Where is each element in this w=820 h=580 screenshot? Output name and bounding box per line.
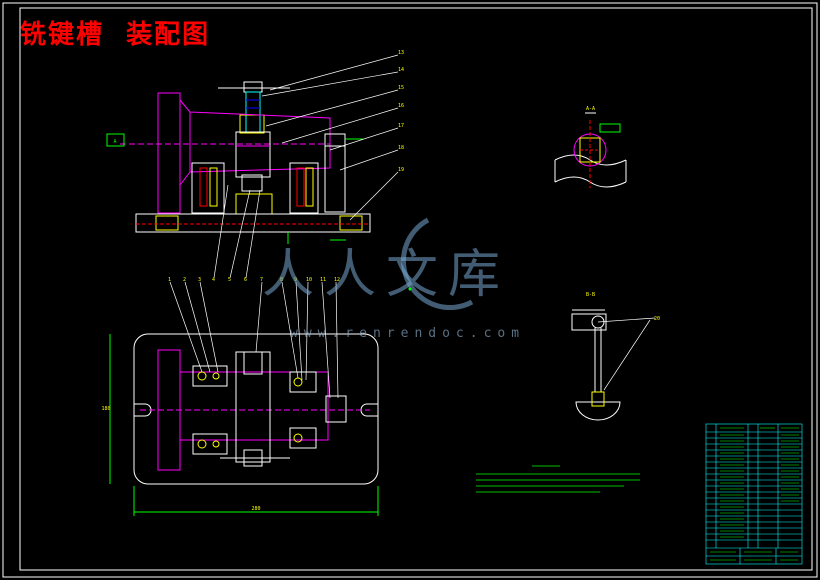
svg-text:20: 20	[654, 316, 660, 322]
front-view-leaders	[213, 54, 399, 279]
svg-text:2: 2	[183, 277, 186, 283]
svg-text:10: 10	[306, 277, 312, 283]
svg-text:19: 19	[398, 167, 404, 173]
technical-notes	[476, 465, 640, 493]
drawing-title: 铣键槽 装配图	[20, 20, 211, 50]
svg-text:1: 1	[168, 277, 171, 283]
inner-border	[19, 7, 813, 571]
svg-text:7: 7	[260, 277, 263, 283]
parts-list-text-marks	[710, 427, 799, 561]
svg-text:280: 280	[251, 506, 260, 512]
svg-text:4: 4	[212, 277, 215, 283]
svg-text:8: 8	[280, 277, 283, 283]
svg-text:9: 9	[294, 277, 297, 283]
svg-text:16: 16	[398, 103, 404, 109]
svg-text:12: 12	[334, 277, 340, 283]
svg-text:15: 15	[398, 85, 404, 91]
section-detail-b: 20 B-B A-A	[571, 106, 660, 421]
front-view: A	[106, 81, 371, 244]
svg-text:3: 3	[198, 277, 201, 283]
watermark-logo-icon	[400, 217, 474, 311]
svg-text:6: 6	[244, 277, 247, 283]
svg-text:11: 11	[320, 277, 326, 283]
svg-text:18: 18	[398, 145, 404, 151]
svg-text:B-B: B-B	[586, 292, 595, 298]
svg-text:A: A	[113, 139, 116, 145]
svg-text:13: 13	[398, 50, 404, 56]
svg-text:17: 17	[398, 123, 404, 129]
section-detail-a	[554, 112, 627, 188]
watermark-text: 人人文库	[262, 245, 511, 305]
svg-text:A-A: A-A	[586, 106, 595, 112]
top-view: 280 180	[101, 333, 379, 516]
parts-list-table	[705, 423, 803, 565]
svg-text:5: 5	[228, 277, 231, 283]
svg-text:180: 180	[101, 406, 110, 412]
watermark-url: www.renrendoc.com	[290, 326, 526, 341]
top-view-leaders	[169, 281, 339, 399]
svg-text:14: 14	[398, 67, 404, 73]
